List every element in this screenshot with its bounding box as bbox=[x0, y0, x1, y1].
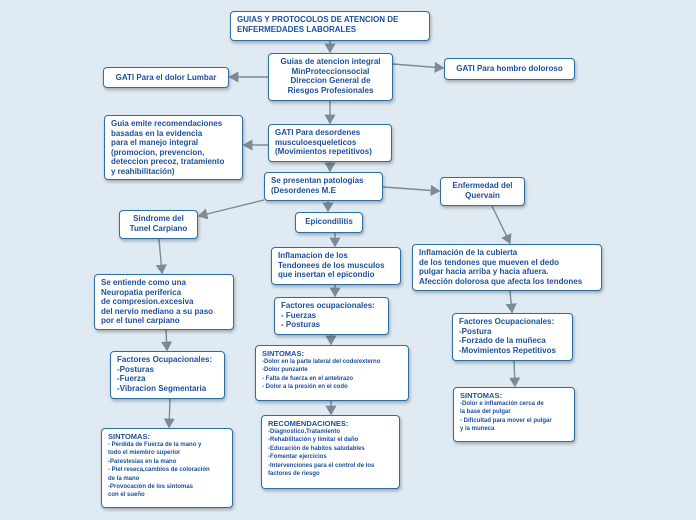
connector-arrow bbox=[509, 360, 521, 388]
list-item: -Fomentar ejercicios bbox=[268, 454, 327, 461]
connector-arrow bbox=[505, 290, 517, 314]
node-sintomas-epicondilitis[interactable]: SINTOMAS: -Dolor en la parte lateral del… bbox=[255, 345, 409, 401]
sintomas-epi-title: SINTOMAS: bbox=[262, 349, 304, 358]
node-root[interactable]: GUIAS Y PROTOCOLOS DE ATENCION DE ENFERM… bbox=[230, 11, 430, 41]
list-item: -Dolor e inflamación cerca de la base de… bbox=[460, 401, 544, 416]
connector-arrow bbox=[491, 205, 512, 245]
node-gati-desordenes[interactable]: GATI Para desordenes musculoesqueleticos… bbox=[268, 124, 392, 162]
node-sintomas-quervain[interactable]: SINTOMAS: -Dolor e inflamación cerca de … bbox=[453, 387, 575, 442]
node-factores-quervain[interactable]: Factores Ocupacionales: -Postura -Forzad… bbox=[452, 313, 573, 361]
node-epicondilitis[interactable]: Epicondilitis bbox=[295, 212, 363, 233]
list-item: - Dificultad para mover el pulgar y la m… bbox=[460, 417, 552, 433]
node-gati-hombro[interactable]: GATI Para hombro doloroso bbox=[444, 58, 575, 80]
connector-arrow bbox=[392, 61, 445, 73]
list-item: -Rehabilitación y limitar el daño bbox=[268, 437, 359, 444]
list-item: - Piel reseca,cambios de coloración de l… bbox=[108, 467, 210, 482]
node-inflamacion-cubierta[interactable]: Inflamación de la cubierta de los tendon… bbox=[412, 244, 602, 291]
recomendaciones-title: RECOMENDACIONES: bbox=[268, 419, 349, 428]
connector-arrow bbox=[382, 184, 441, 196]
node-patologias[interactable]: Se presentan patologias (Desordenes M.E bbox=[264, 172, 383, 201]
connector-arrow bbox=[155, 238, 167, 275]
list-item: -Dolor punzante bbox=[262, 367, 308, 374]
list-item: -Dolor en la parte lateral del codo/exte… bbox=[262, 359, 381, 365]
node-recomendaciones[interactable]: RECOMENDACIONES: -Diagnostico,Tratamient… bbox=[261, 415, 400, 489]
list-item: -Diagnostico,Tratamiento bbox=[268, 429, 341, 435]
list-item: -Parestesias en la mano bbox=[108, 458, 177, 465]
sintomas-querv-title: SINTOMAS: bbox=[460, 391, 502, 400]
list-item: - Dolor a la presión en el codo bbox=[262, 384, 348, 391]
connector-arrow bbox=[163, 398, 175, 429]
node-factores-tunel[interactable]: Factores Ocupacionales: -Posturas -Fuerz… bbox=[110, 351, 225, 399]
list-item: -Intervenciones para el control de los f… bbox=[268, 462, 375, 478]
node-gati-lumbar[interactable]: GATI Para el dolor Lumbar bbox=[103, 67, 229, 88]
node-inflamacion-tendones[interactable]: Inflamacion de los Tendonees de los musc… bbox=[271, 247, 401, 285]
node-factores-epicondilitis[interactable]: Factores ocupacionales: - Fuerzas - Post… bbox=[274, 297, 389, 335]
connector-arrow bbox=[197, 199, 265, 220]
node-sintomas-tunel[interactable]: SINTOMAS: - Pérdida de Fuerza de la mano… bbox=[101, 428, 233, 508]
node-tunel-carpiano[interactable]: Sindrome del Tunel Carpiano bbox=[119, 210, 198, 239]
list-item: - Falta de fuerza en el antebrazo bbox=[262, 375, 354, 382]
list-item: -Provocación de los sintomas con el sueñ… bbox=[108, 484, 194, 499]
list-item: -Educación de habitos saludables bbox=[268, 445, 365, 452]
node-neuropatia[interactable]: Se entiende como una Neuropatia periferi… bbox=[94, 274, 234, 330]
sintomas-tunel-title: SINTOMAS: bbox=[108, 432, 150, 441]
node-guias-atencion[interactable]: Guias de atencion integral MinProteccion… bbox=[268, 53, 393, 101]
node-recomendaciones-guia[interactable]: Guia emite recomendaciones basadas en la… bbox=[104, 115, 243, 180]
connector-arrow bbox=[160, 329, 173, 352]
list-item: - Pérdida de Fuerza de la mano y todo el… bbox=[108, 442, 202, 457]
node-quervain[interactable]: Enfermedad del Quervain bbox=[440, 177, 525, 206]
